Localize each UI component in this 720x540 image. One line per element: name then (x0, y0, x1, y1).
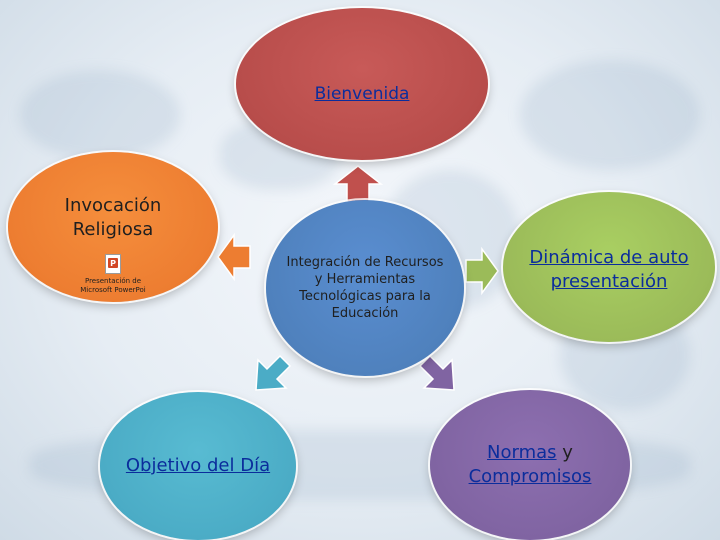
node-dinamica-presentacion[interactable]: Dinámica de auto presentación (503, 192, 715, 342)
node-normas-compromisos: Normas y Compromisos (430, 390, 630, 540)
node-bienvenida[interactable]: Bienvenida (236, 8, 488, 160)
invocacion-label: Invocación Religiosa (64, 195, 162, 240)
objetivo-link[interactable]: Objetivo del Día (125, 455, 271, 476)
embedded-object-caption: Presentación de Microsoft PowerPoi (80, 277, 146, 294)
arrow-down-left-icon (255, 354, 292, 391)
arrow-right-icon (465, 246, 499, 296)
node-invocacion-religiosa: Invocación Religiosa P Presentación de M… (8, 152, 218, 302)
central-label: Integración de Recursos y Herramientas T… (286, 255, 444, 321)
normas-conjunction: y (556, 442, 573, 463)
powerpoint-file-icon[interactable]: P (105, 254, 121, 274)
compromisos-link[interactable]: Compromisos (468, 466, 592, 487)
watermark-shape (520, 60, 700, 170)
dinamica-link[interactable]: Dinámica de auto presentación (529, 247, 689, 292)
embedded-powerpoint-object[interactable]: P Presentación de Microsoft PowerPoi (73, 254, 153, 295)
normas-label: Normas y Compromisos (450, 441, 610, 489)
node-objetivo-del-dia[interactable]: Objetivo del Día (100, 392, 296, 540)
normas-link[interactable]: Normas (487, 442, 557, 463)
arrow-left-icon (217, 232, 251, 282)
watermark-shape (20, 70, 180, 160)
arrow-up-icon (333, 165, 383, 203)
arrow-down-right-icon (418, 354, 455, 391)
bienvenida-link[interactable]: Bienvenida (314, 84, 410, 104)
node-central-integracion: Integración de Recursos y Herramientas T… (266, 200, 464, 376)
